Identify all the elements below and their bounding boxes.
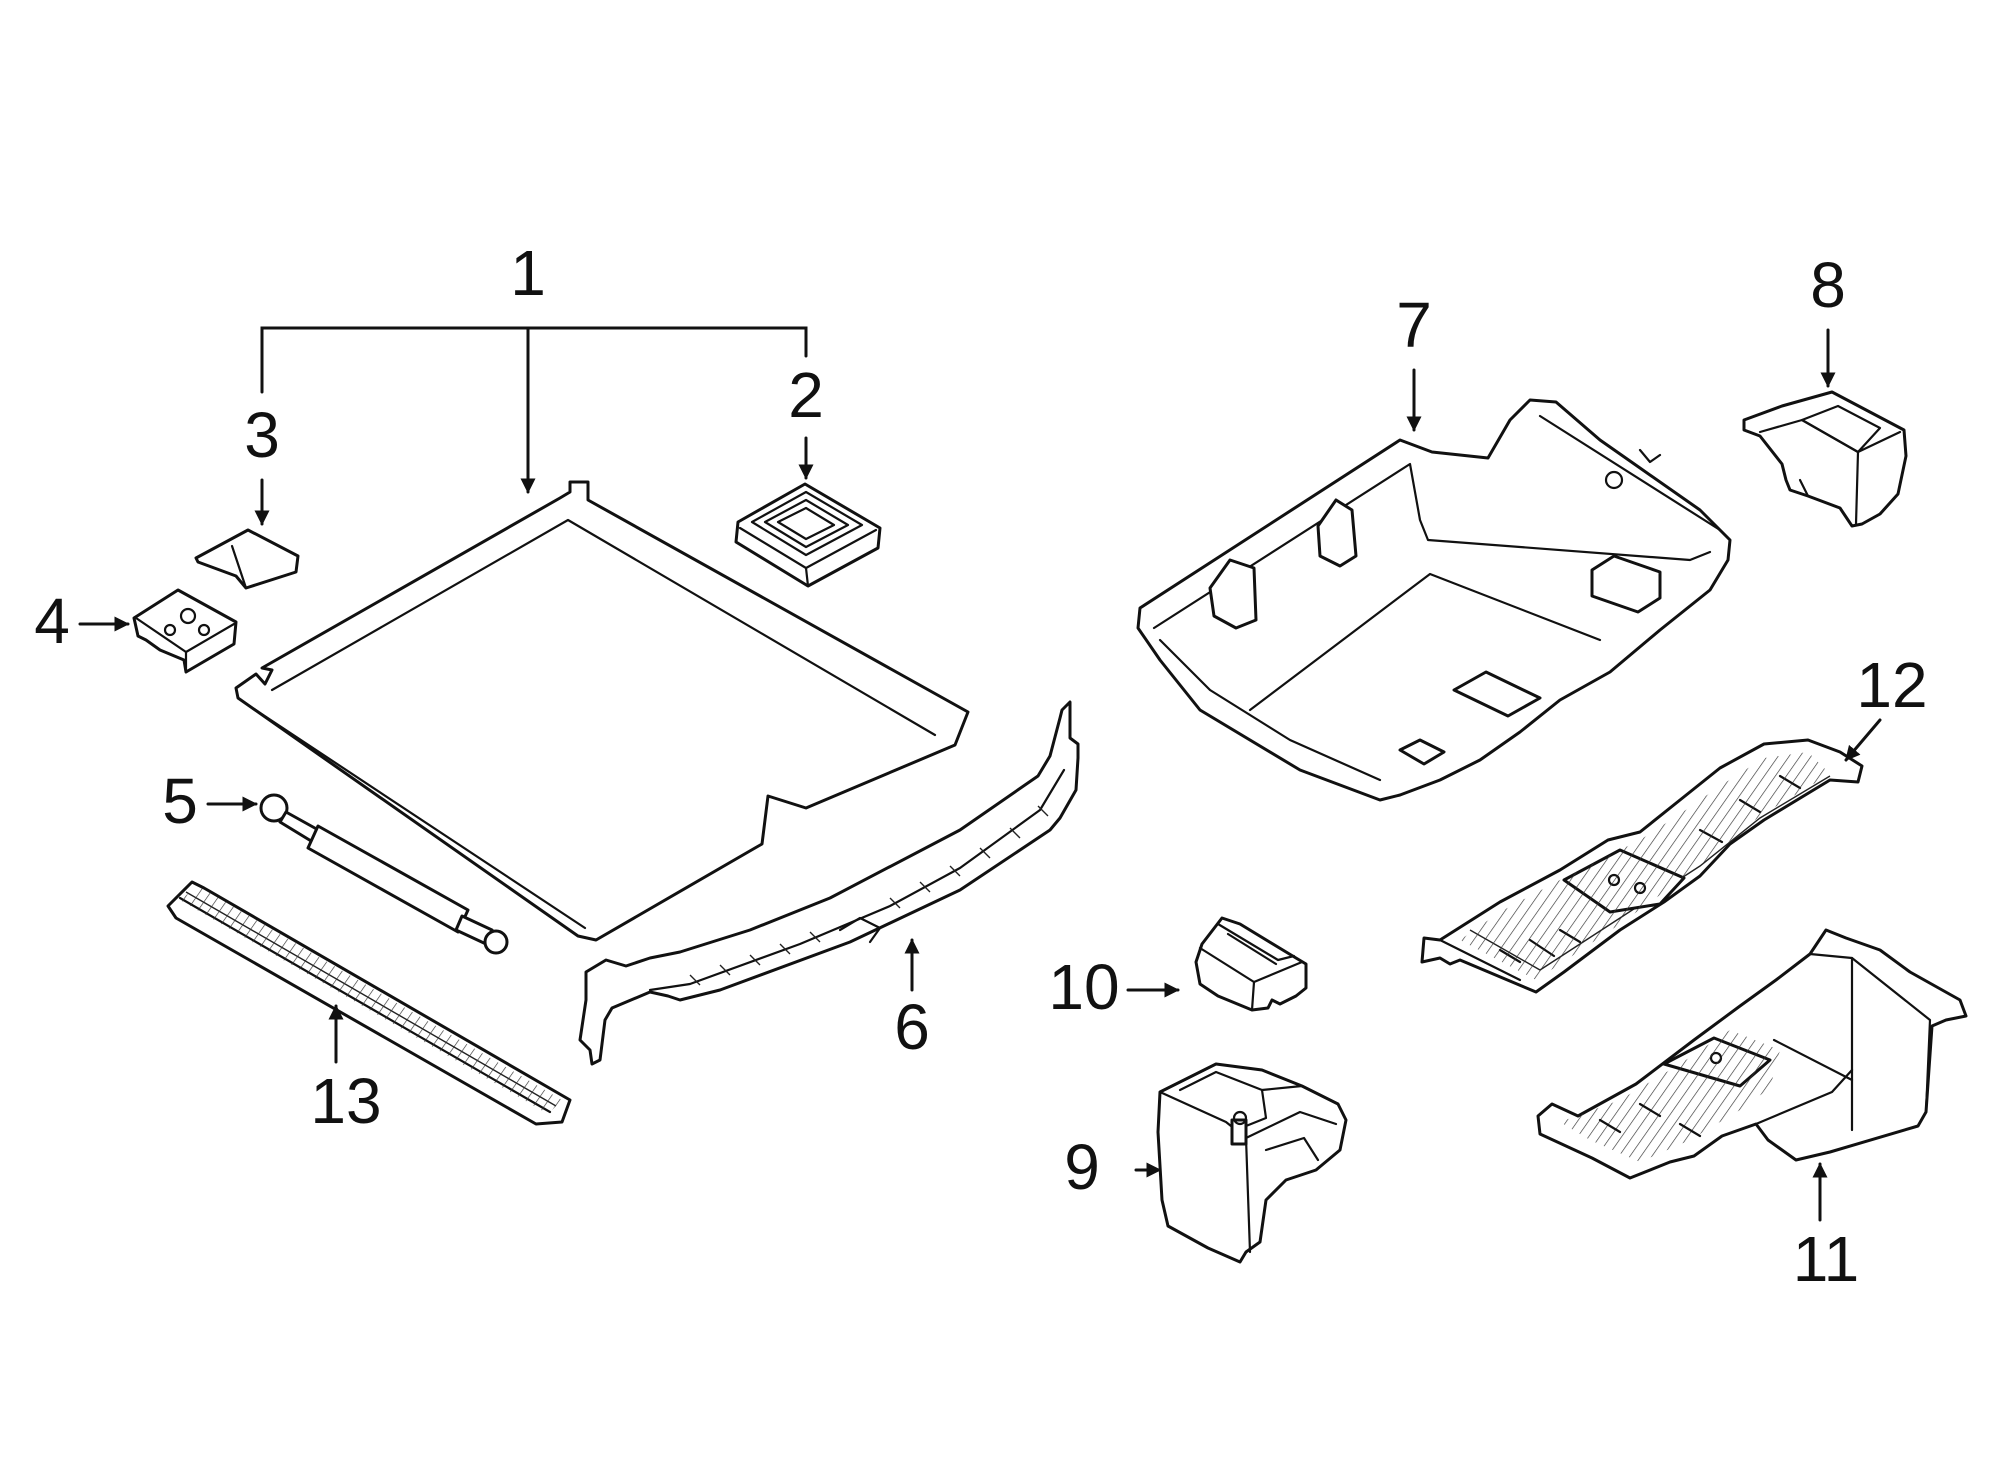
- storage-box: [1156, 1062, 1348, 1264]
- trim-strip: [166, 880, 572, 1126]
- small-holder: [1194, 916, 1308, 1012]
- leader-lines: [78, 326, 1882, 1222]
- cargo-floor-cover: [234, 480, 970, 942]
- callout-6: 6: [894, 991, 930, 1063]
- small-cover-cap: [194, 528, 300, 590]
- callout-9: 9: [1064, 1131, 1100, 1203]
- storage-tray: [1136, 398, 1732, 802]
- callout-3: 3: [244, 399, 280, 471]
- support-strut: [259, 793, 509, 955]
- cover-handle-pad: [734, 482, 882, 588]
- bracket: [1742, 390, 1908, 528]
- callout-1: 1: [510, 237, 546, 309]
- rear-sill-trim: [578, 700, 1080, 1066]
- callout-labels: 1 2 3 4 5 6 7 8 9 10 11 12 13: [34, 237, 1927, 1295]
- callout-11: 11: [1793, 1223, 1859, 1295]
- callout-12: 12: [1856, 649, 1927, 721]
- callout-10: 10: [1048, 951, 1119, 1023]
- callout-2: 2: [788, 359, 824, 431]
- callout-7: 7: [1396, 289, 1432, 361]
- floor-panel: [1420, 738, 1864, 994]
- cover-latch: [132, 588, 238, 674]
- floor-tray-with-bin: [1536, 928, 1968, 1180]
- callout-4: 4: [34, 585, 70, 657]
- callout-13: 13: [310, 1065, 381, 1137]
- callout-5: 5: [162, 765, 198, 837]
- callout-8: 8: [1810, 249, 1846, 321]
